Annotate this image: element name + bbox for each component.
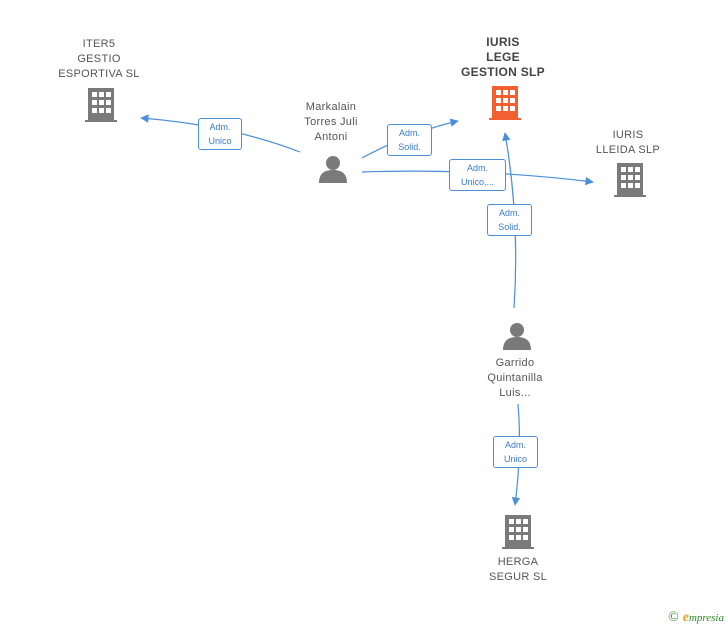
brand-footer: ©empresia bbox=[668, 610, 724, 626]
building-icon[interactable] bbox=[614, 163, 646, 197]
node-iter5-label[interactable]: ITER5 GESTIO ESPORTIVA SL bbox=[58, 38, 140, 80]
copyright-symbol: © bbox=[668, 610, 679, 625]
edge-label-markalain-iuris-lege[interactable]: Adm. Solid. bbox=[387, 124, 432, 156]
building-icon[interactable] bbox=[489, 86, 521, 120]
node-herga-label[interactable]: HERGA SEGUR SL bbox=[488, 556, 548, 583]
person-icon[interactable] bbox=[319, 156, 347, 183]
edge-label-garrido-iuris-lege[interactable]: Adm. Solid. bbox=[487, 204, 532, 236]
node-iuris-lege-label[interactable]: IURIS LEGE GESTION SLP bbox=[461, 35, 545, 79]
edge-label-markalain-iuris-lleida[interactable]: Adm. Unico,... bbox=[449, 159, 506, 191]
building-icon[interactable] bbox=[85, 88, 117, 122]
node-iuris-lleida-label[interactable]: IURIS LLEIDA SLP bbox=[595, 129, 661, 156]
building-icon[interactable] bbox=[502, 515, 534, 549]
person-icon[interactable] bbox=[503, 323, 531, 350]
edge-label-garrido-herga[interactable]: Adm. Unico bbox=[493, 436, 538, 468]
node-garrido-label[interactable]: Garrido Quintanilla Luis... bbox=[487, 357, 543, 399]
brand-logo-text: mpresia bbox=[688, 612, 724, 624]
node-markalain-label[interactable]: Markalain Torres Juli Antoni bbox=[304, 101, 358, 143]
brand-logo-initial: e bbox=[682, 610, 689, 625]
edge-label-markalain-iter5[interactable]: Adm. Unico bbox=[198, 118, 242, 150]
